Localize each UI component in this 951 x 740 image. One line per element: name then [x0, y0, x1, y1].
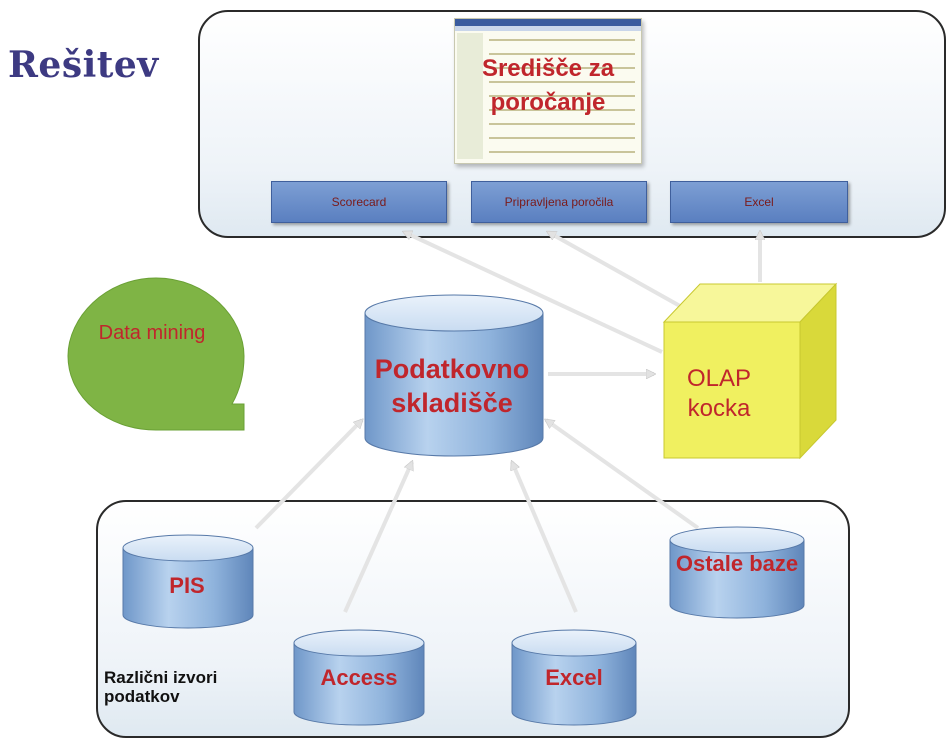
flow-arrows	[254, 232, 760, 613]
prepared-reports-button[interactable]: Pripravljena poročila	[471, 181, 647, 223]
sources-caption: Različni izvori podatkov	[104, 668, 218, 706]
excel-button[interactable]: Excel	[670, 181, 848, 223]
access-label: Access	[320, 665, 398, 690]
excel-source-label: Excel	[545, 665, 603, 690]
pis-cylinder	[122, 534, 254, 629]
pis-label: PIS	[169, 573, 205, 598]
excel-source-cylinder	[511, 629, 637, 726]
report-hub-label: Središče za poročanje	[481, 55, 615, 116]
access-cylinder	[293, 629, 425, 726]
other-databases-label: Ostale baze	[675, 551, 799, 576]
data-warehouse-label: Podatkovno skladišče	[374, 354, 530, 418]
olap-label: OLAP kocka	[686, 365, 752, 422]
other-databases-cylinder	[669, 526, 805, 619]
scorecard-button[interactable]: Scorecard	[271, 181, 447, 223]
data-mining-shape	[67, 277, 245, 431]
data-mining-label: Data mining	[98, 322, 206, 344]
data-warehouse-cylinder	[364, 294, 544, 457]
report-hub-screenshot	[454, 18, 642, 164]
page-title: Rešitev	[8, 44, 159, 86]
olap-cube	[662, 282, 838, 460]
